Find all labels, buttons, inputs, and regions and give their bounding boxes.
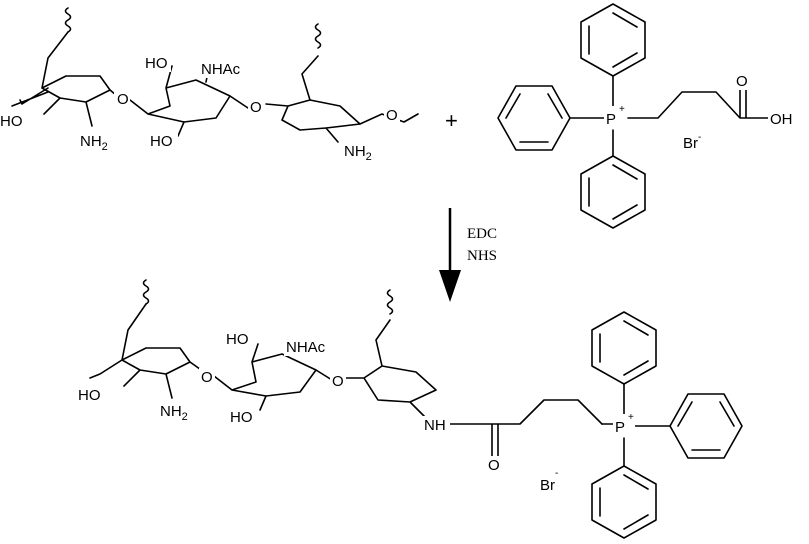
- plus-sign: +: [445, 108, 458, 133]
- reaction-arrow: [439, 208, 461, 302]
- reactant-chitosan-fragment: HO NH2 O HO NHAc HO O NH2 O: [0, 7, 419, 163]
- product-nhac-label: NHAc: [286, 339, 326, 356]
- ring-3-bonds: [265, 55, 419, 143]
- polymer-chain-wavy-bond: [64, 7, 72, 33]
- polymer-chain-wavy-bond: [142, 279, 150, 305]
- phenyl-ring-right: [669, 393, 743, 459]
- polymer-chain-wavy-bond: [386, 289, 394, 315]
- product-carbonyl-o-label: O: [488, 457, 500, 474]
- ring-2-bonds: [129, 65, 249, 137]
- reactant-ho-left-label: HO: [0, 113, 23, 130]
- reagent-oh-label: OH: [770, 111, 793, 128]
- reagent-phosphonium-acid: P + O OH Br-: [497, 3, 808, 229]
- reactant-ho-mid-bottom-label: HO: [150, 133, 173, 150]
- product-counterion-label: Br-: [540, 468, 558, 494]
- product-ho-mid-bottom-label: HO: [230, 409, 253, 426]
- reagent-carbonyl-o-label: O: [736, 73, 748, 90]
- reactant-ho-mid-top-label: HO: [145, 55, 168, 72]
- product-charge-label: +: [628, 412, 634, 423]
- reagent-counterion-label: Br-: [683, 132, 701, 152]
- reactant-nhac-label: NHAc: [201, 61, 241, 78]
- product-amide-nh-label: NH: [424, 417, 446, 434]
- condition-nhs-label: NHS: [467, 248, 497, 264]
- reactant-nh2-left-label: NH2: [80, 133, 108, 153]
- product-ring-3-bonds: [345, 319, 437, 419]
- phenyl-ring-bottom: [591, 465, 657, 539]
- arrow-head: [439, 270, 461, 302]
- phenyl-ring-bottom: [580, 155, 646, 229]
- ring-1-bonds: [11, 31, 111, 127]
- phenyl-ring-top: [591, 311, 657, 385]
- product-nh2-left-label: NH2: [160, 403, 188, 423]
- condition-edc-label: EDC: [467, 226, 497, 242]
- product-triphenylphosphonium: P +: [591, 311, 743, 539]
- product-amide-chain: [449, 399, 603, 459]
- product-ho-mid-top-label: HO: [226, 331, 249, 348]
- product-ring-o-1-label: O: [201, 369, 213, 386]
- product-ring-2-bonds: [213, 343, 333, 411]
- polymer-chain-wavy-bond: [314, 23, 322, 49]
- reagent-phosphorus-label: P: [606, 111, 616, 128]
- product-ho-left-label: HO: [78, 387, 101, 404]
- product-ring-1-bonds: [89, 303, 205, 399]
- reactant-nh2-right-label: NH2: [344, 143, 372, 163]
- reactant-methoxy-o-label: O: [386, 107, 398, 124]
- phenyl-ring-top: [580, 3, 646, 77]
- reagent-charge-label: +: [619, 104, 625, 115]
- product-phosphorus-label: P: [615, 419, 625, 436]
- product-chitosan-fragment: HO NH2 O HO NHAc HO O NH O Br-: [76, 279, 603, 494]
- reactant-ring-o-2-label: O: [250, 99, 262, 116]
- product-ring-o-2-label: O: [332, 373, 344, 390]
- phenyl-ring-left: [497, 85, 571, 151]
- reactant-ring-o-1-label: O: [117, 91, 129, 108]
